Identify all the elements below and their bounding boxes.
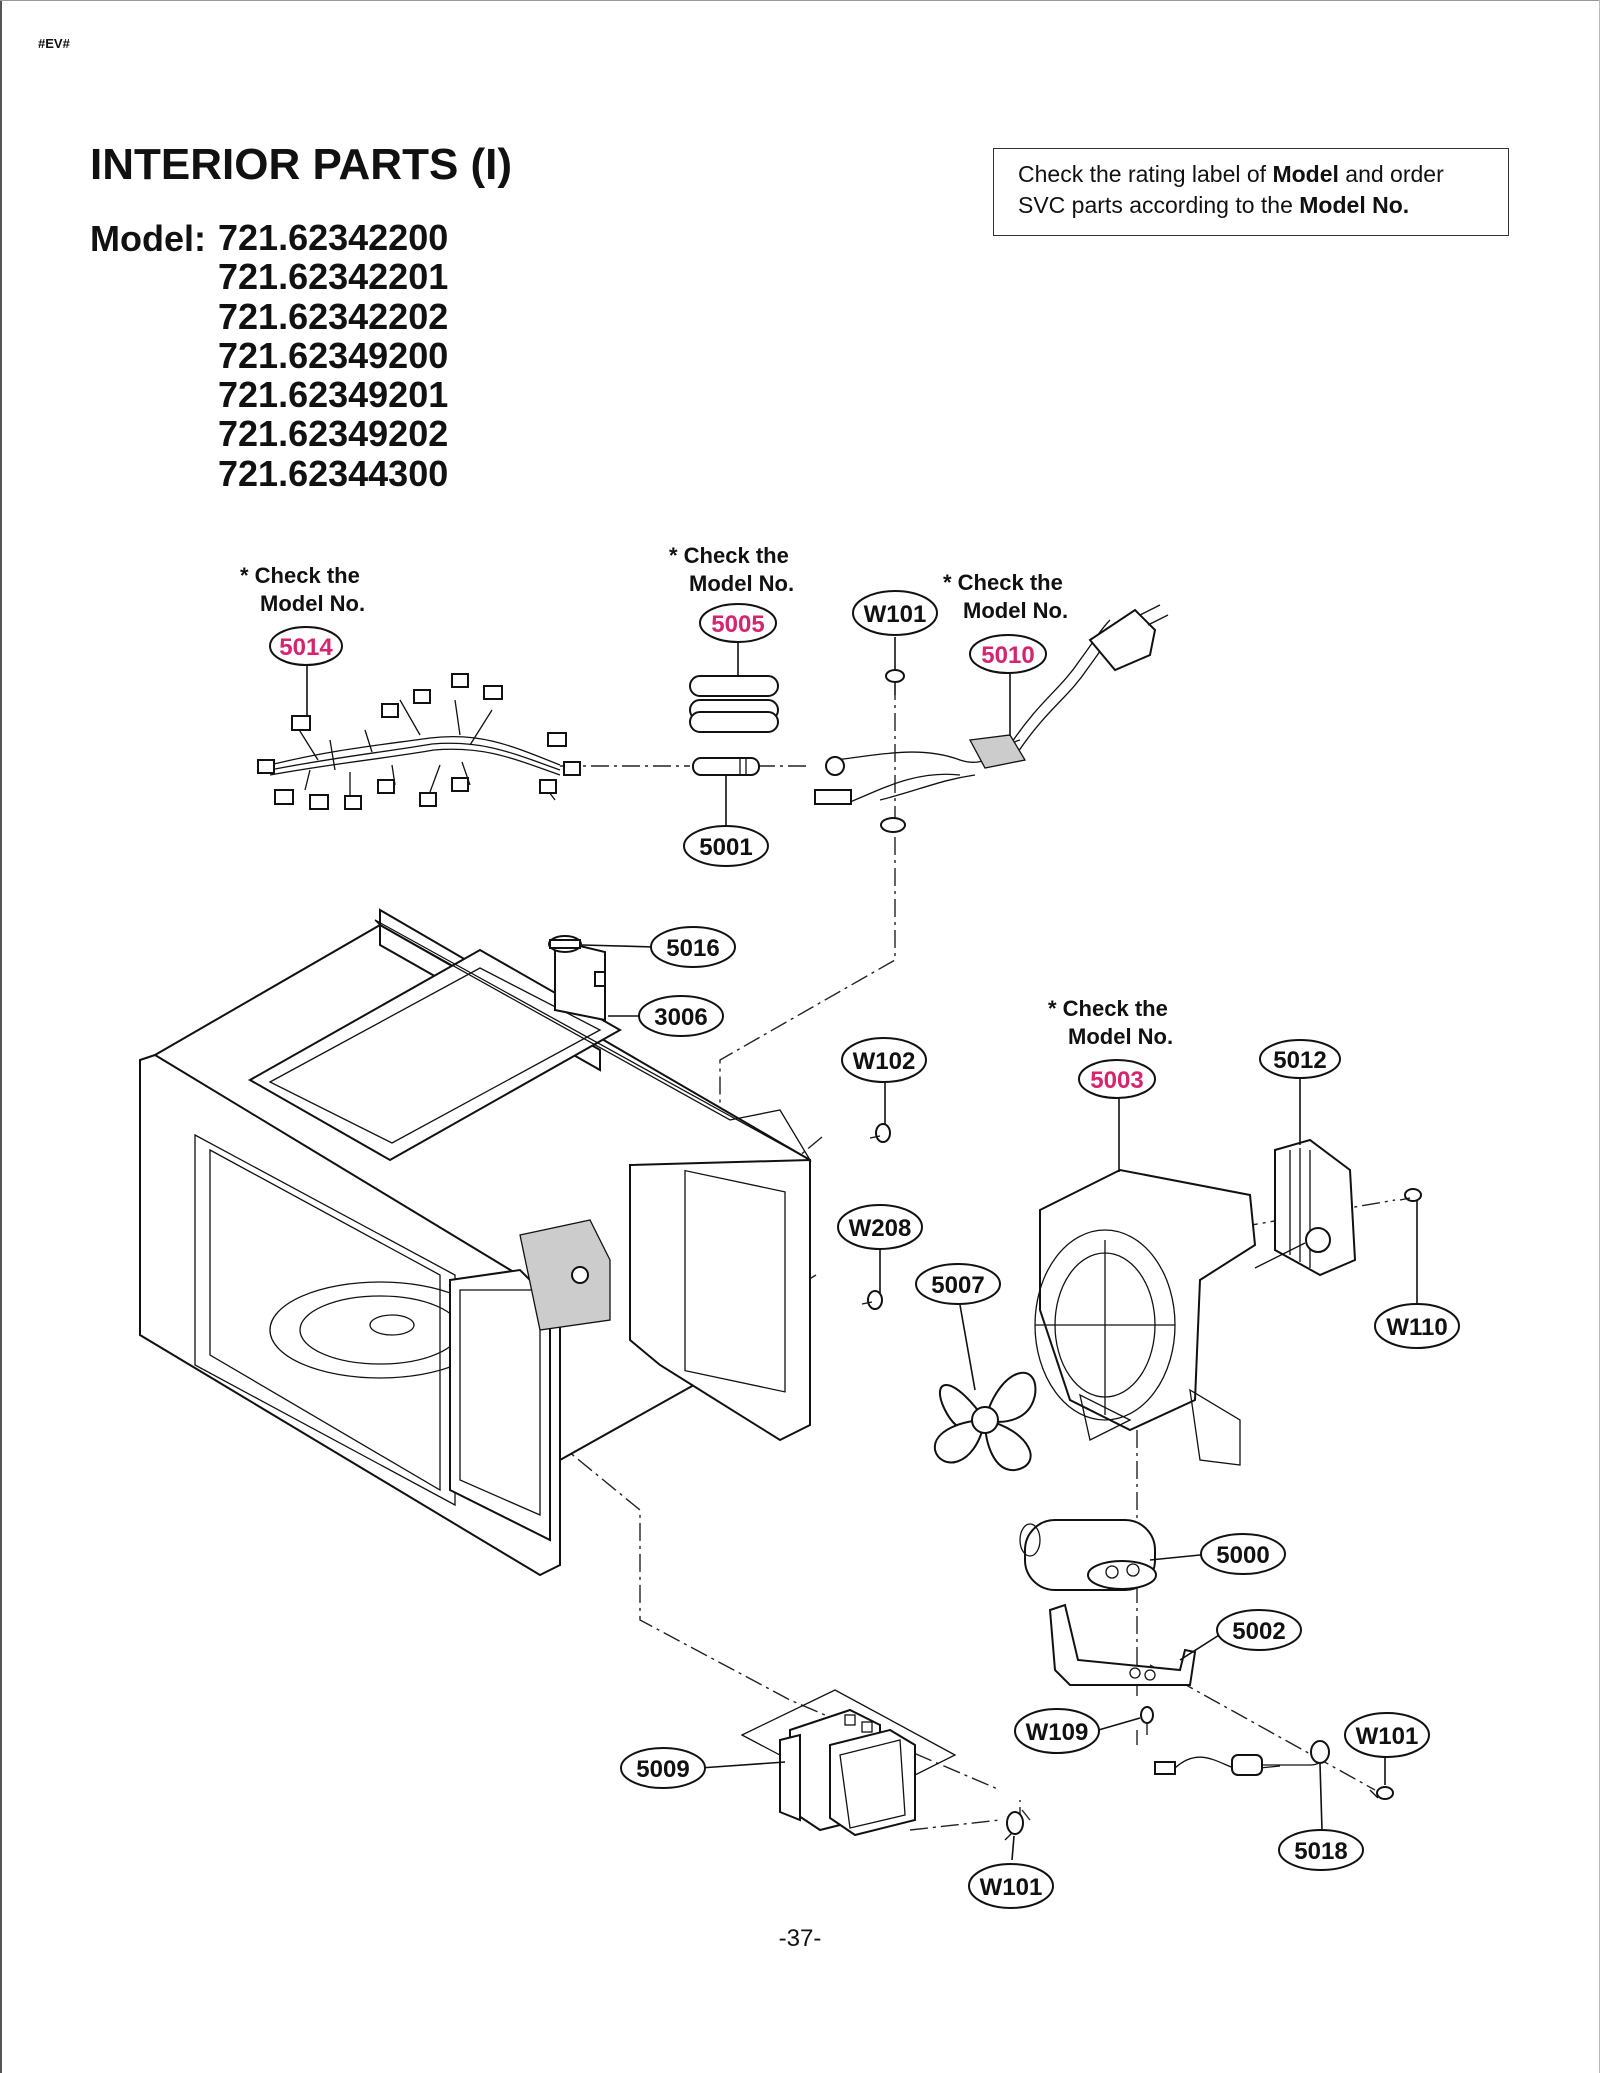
- callout-w102: W102: [841, 1037, 927, 1083]
- model-number: 721.62342202: [218, 295, 449, 337]
- model-label: Model:: [90, 218, 206, 259]
- model-number: 721.62344300: [218, 452, 449, 494]
- svg-text:W102: W102: [853, 1048, 916, 1075]
- page-border-left: [0, 0, 2, 2073]
- model-notice-box: Check the rating label of Model and orde…: [993, 148, 1509, 236]
- callout-5018: 5018: [1278, 1829, 1364, 1871]
- callout-w101-right: W101: [1344, 1712, 1430, 1758]
- model-check-note-5003: * Check the Model No.: [1048, 996, 1173, 1049]
- svg-text:3006: 3006: [654, 1004, 707, 1031]
- screw-w101-bottom: [1004, 1811, 1024, 1841]
- callout-5007: 5007: [915, 1263, 1001, 1305]
- screw-w110: [1399, 1188, 1422, 1202]
- callout-5003: 5003: [1078, 1059, 1156, 1099]
- svg-text:5012: 5012: [1273, 1047, 1326, 1074]
- page-title: INTERIOR PARTS (I): [90, 140, 513, 189]
- callout-w110: W110: [1374, 1303, 1460, 1349]
- callout-5014: 5014: [269, 626, 343, 666]
- notice-text: Check the rating label of: [1018, 161, 1273, 187]
- callout-5009: 5009: [620, 1747, 706, 1789]
- callout-5016: 5016: [650, 926, 736, 968]
- svg-text:5001: 5001: [699, 834, 752, 861]
- capacitor-bracket-5002: [1048, 1603, 1197, 1686]
- callout-w208: W208: [837, 1204, 923, 1250]
- note-line: * Check the: [240, 563, 360, 588]
- svg-text:5009: 5009: [636, 1756, 689, 1783]
- note-line: * Check the: [943, 570, 1063, 595]
- notice-bold-model: Model: [1272, 161, 1339, 187]
- callout-w109: W109: [1014, 1708, 1100, 1754]
- magnetron-5009: [740, 1689, 957, 1837]
- svg-text:W109: W109: [1026, 1719, 1089, 1746]
- document-code-tag: #EV#: [38, 36, 70, 51]
- model-check-note-5010: * Check the Model No.: [943, 570, 1068, 623]
- note-line: Model No.: [260, 591, 365, 616]
- callout-5000: 5000: [1200, 1533, 1286, 1575]
- svg-text:5014: 5014: [279, 634, 333, 661]
- model-check-note-5005: * Check the Model No.: [669, 543, 794, 596]
- wire-harness-5014: [257, 673, 581, 810]
- model-list: 721.62342200 721.62342201 721.62342202 7…: [218, 218, 448, 493]
- page-number: -37-: [778, 1925, 822, 1952]
- page-border-top: [0, 0, 1600, 1]
- callout-5001: 5001: [683, 825, 769, 867]
- callout-w101-bottom: W101: [968, 1863, 1054, 1909]
- callout-5005: 5005: [699, 603, 777, 643]
- note-line: Model No.: [963, 598, 1068, 623]
- notice-bold-model-no: Model No.: [1299, 192, 1410, 218]
- fan-blade-5007: [933, 1371, 1037, 1472]
- model-number: 721.62349200: [218, 334, 449, 376]
- fan-bracket-5003: [1034, 1168, 1257, 1466]
- note-line: Model No.: [689, 571, 794, 596]
- fan-motor-5012: [1254, 1138, 1357, 1277]
- model-number: 721.62342201: [218, 256, 449, 298]
- callout-5002: 5002: [1216, 1609, 1302, 1651]
- note-line: Model No.: [1068, 1024, 1173, 1049]
- ferrite-core-5005: [689, 675, 779, 733]
- callout-3006: 3006: [638, 995, 724, 1037]
- svg-text:5005: 5005: [711, 611, 764, 638]
- callout-5010: 5010: [969, 634, 1047, 674]
- screw-w109: [1140, 1706, 1154, 1735]
- note-line: * Check the: [669, 543, 789, 568]
- leader-lines: [306, 637, 1418, 1861]
- capacitor-5000: [1019, 1519, 1157, 1591]
- model-check-note-5014: * Check the Model No.: [240, 563, 365, 616]
- svg-text:W110: W110: [1386, 1314, 1447, 1341]
- svg-text:W101: W101: [980, 1874, 1043, 1901]
- notice-text: and order SVC parts according to the: [1018, 161, 1444, 218]
- note-line: * Check the: [1048, 996, 1168, 1021]
- thermostat-5016: [548, 935, 582, 953]
- screw-w101-right: [1369, 1786, 1394, 1800]
- model-number: 721.62342200: [218, 217, 449, 258]
- model-number: 721.62349201: [218, 374, 449, 416]
- fuse-5001: [692, 757, 760, 776]
- svg-text:5016: 5016: [666, 935, 719, 962]
- svg-text:W101: W101: [1356, 1723, 1419, 1750]
- screw-w102: [869, 1123, 891, 1143]
- svg-text:5010: 5010: [981, 642, 1034, 669]
- svg-text:5018: 5018: [1294, 1838, 1347, 1865]
- svg-text:5002: 5002: [1232, 1618, 1285, 1645]
- svg-text:W101: W101: [864, 601, 927, 628]
- microwave-cavity-chassis: [139, 908, 812, 1577]
- model-number: 721.62349202: [218, 413, 449, 455]
- screw-w208: [861, 1290, 883, 1310]
- power-cord-5010: [814, 604, 1169, 833]
- svg-text:W208: W208: [849, 1215, 912, 1242]
- callout-w101-top: W101: [852, 590, 938, 636]
- svg-text:5000: 5000: [1216, 1542, 1269, 1569]
- svg-text:5007: 5007: [931, 1272, 984, 1299]
- svg-text:5003: 5003: [1090, 1067, 1143, 1094]
- callout-5012: 5012: [1259, 1039, 1341, 1079]
- ground-wire-5018: [1154, 1740, 1330, 1776]
- screw-w101-top: [885, 669, 905, 695]
